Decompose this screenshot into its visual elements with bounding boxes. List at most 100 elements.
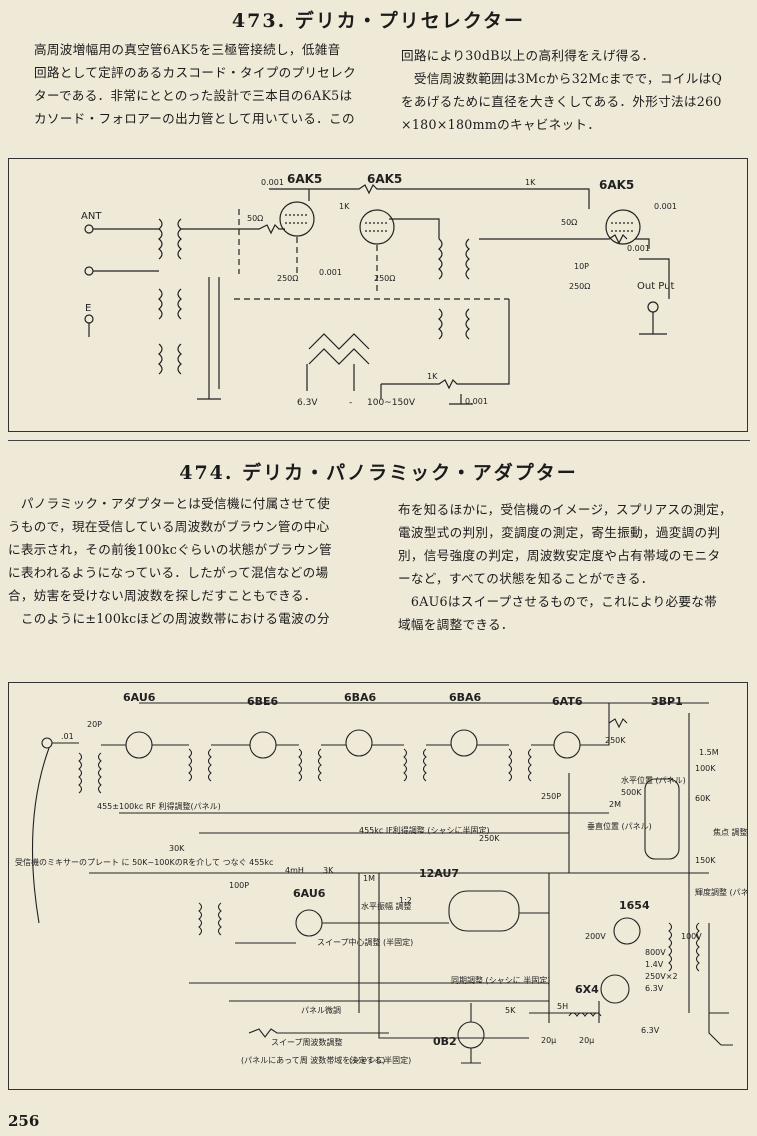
bright-note: 輝度調整 (パネル)	[695, 887, 747, 897]
tube-6x4	[600, 974, 630, 1004]
component-label: 10P	[574, 262, 589, 271]
text-line: 合，妨害を受けない周波数を探しだすこともできる．	[8, 588, 317, 603]
text-line: に表示され，その前後100kcぐらいの状態がブラウン管	[8, 542, 332, 557]
component-label: 250V×2	[645, 972, 678, 981]
schematic-473: 6AK5 6AK5 6AK5 ANT E Out Put 0.001 50Ω 1…	[81, 172, 677, 408]
component-label: 0.001	[654, 202, 677, 211]
tube-6at6	[553, 731, 581, 759]
component-label: 20μ	[541, 1036, 556, 1045]
output-jack	[647, 301, 659, 313]
page-number: 256	[8, 1112, 40, 1130]
hamp-note: 水平振幅 調整	[361, 901, 412, 911]
text-line: 回路により30dB以上の高利得をえげ得る．	[401, 48, 655, 63]
text-line: ターである．非常にととのった設計で三本目の6AK5は	[34, 88, 353, 103]
component-label: 150K	[695, 856, 716, 865]
tube-label: 6BA6	[344, 691, 377, 704]
component-label: 250Ω	[569, 282, 590, 291]
component-label: 60K	[695, 794, 711, 803]
component-label: 100P	[229, 881, 249, 890]
tube-label: 6AK5	[287, 172, 322, 186]
vpos-note: 垂直位置 (パネル)	[587, 821, 652, 831]
component-label: 500K	[621, 788, 642, 797]
output-label: Out Put	[637, 281, 675, 292]
tube-label: 6AK5	[367, 172, 402, 186]
schematic-474-frame: 6AU6 6BE6 6BA6 6BA6 6AT6 3BP1 6AU6 12AU7…	[8, 682, 748, 1090]
text-line: をあげるために直径を大きくしてある．外形寸法は260	[401, 94, 722, 109]
synch-note: 同期調整 (シャシに 半固定)	[451, 975, 550, 985]
e-terminal	[84, 314, 94, 324]
text-line: ×180×180mmのキャビネット．	[401, 117, 601, 132]
tube-1654	[613, 917, 641, 945]
tube-6ba6-1	[345, 729, 373, 757]
text-line: 電波型式の判別，変調度の測定，寄生振動，過変調の判	[398, 525, 721, 540]
input-jack	[41, 737, 53, 749]
component-label: 100K	[695, 764, 716, 773]
note-line: 受信機のミキサーのプレート に 50K~100KのRを介して つなぐ 455kc	[15, 857, 273, 867]
article-473-title: 473. デリカ・プリセレクター	[231, 10, 526, 32]
tube-6be6	[249, 731, 277, 759]
text-line: 高周波増幅用の真空管6AK5を三極管接続し，低雑音	[34, 42, 341, 57]
article-473-col1: 高周波増幅用の真空管6AK5を三極管接続し，低雑音 回路として定評のあるカスコー…	[34, 38, 389, 130]
schematic-473-frame: 6AK5 6AK5 6AK5 ANT E Out Put 0.001 50Ω 1…	[8, 158, 748, 432]
component-label: 30K	[169, 844, 185, 853]
coil-group	[78, 748, 700, 972]
component-label: 250K	[605, 736, 626, 745]
text-line: ーなど，すべての状態を知ることができる．	[398, 571, 654, 586]
text-line: カソード・フォロアーの出力管として用いている．この	[34, 111, 355, 126]
component-label: 20P	[87, 720, 102, 729]
tube-0b2	[457, 1021, 485, 1049]
article-474-col2: 布を知るほかに，受信機のイメージ，スプリアスの測定， 電波型式の判別，変調度の測…	[398, 498, 754, 636]
text-line: 布を知るほかに，受信機のイメージ，スプリアスの測定，	[398, 502, 732, 517]
chassis-note: (シャシに半固定)	[349, 1055, 411, 1065]
tube-label: 1654	[619, 899, 650, 912]
component-label: 50Ω	[247, 214, 263, 223]
ant-terminal	[84, 224, 94, 234]
tube-label: 6BA6	[449, 691, 482, 704]
component-label: 2M	[609, 800, 621, 809]
tube-label: 6X4	[575, 983, 599, 996]
text-line: 別，信号強度の判定，周波数安定度や占有帯域のモニタ	[398, 548, 721, 563]
component-label: 800V	[645, 948, 666, 957]
component-label: 1M	[363, 874, 375, 883]
schematic-474: 6AU6 6BE6 6BA6 6BA6 6AT6 3BP1 6AU6 12AU7…	[15, 691, 747, 1065]
minus-label: -	[349, 398, 352, 408]
component-label: 250K	[479, 834, 500, 843]
component-label: 5H	[557, 1002, 568, 1011]
component-label: 100V	[681, 932, 702, 941]
text-line: 回路として定評のあるカスコード・タイプのプリセレク	[34, 65, 356, 80]
component-label: 250P	[541, 792, 561, 801]
tube-12au7	[448, 890, 520, 932]
heater-label: 6.3V	[297, 398, 318, 408]
tube-6au6-top	[125, 731, 153, 759]
component-label: 0.001	[261, 178, 284, 187]
e-label: E	[85, 303, 91, 314]
component-label: 0.001	[465, 397, 488, 406]
component-label: 1K	[525, 178, 536, 187]
text-line: このように±100kcほどの周波数帯における電波の分	[8, 611, 330, 626]
component-label: 1K	[427, 372, 438, 381]
text-line: 受信周波数範囲は3Mcから32Mcまでで，コイルはQ	[401, 71, 723, 86]
focus-note: 焦点 調整 (パネル)	[713, 827, 747, 837]
component-label: 250Ω	[374, 274, 395, 283]
component-label: 1.5M	[699, 748, 719, 757]
component-label: 0.001	[627, 244, 650, 253]
tube-label: 0B2	[433, 1035, 457, 1048]
hpos-note: 水平位置 (パネル)	[621, 775, 686, 785]
text-line: 域幅を調整できる．	[398, 617, 514, 632]
panel-fine-note: パネル微調	[301, 1005, 341, 1015]
component-label: 200V	[585, 932, 606, 941]
sweep-sub-note: (パネルにあって周 波数帯域を決定する)	[241, 1055, 385, 1065]
tube-label: 6AU6	[123, 691, 156, 704]
component-label: 1K	[339, 202, 350, 211]
article-474-title: 474. デリカ・パノラミック・アダプター	[179, 462, 578, 484]
if-gain-note: 455kc IF利得調整 (シャシに半固定)	[359, 825, 490, 835]
tube-label: 6BE6	[247, 695, 279, 708]
component-label: 1.4V	[645, 960, 664, 969]
text-line: に表われるようになっている．したがって混信などの場	[8, 565, 329, 580]
article-473-col2: 回路により30dB以上の高利得をえげ得る． 受信周波数範囲は3Mcから32Mcま…	[401, 44, 751, 136]
tube-label: 12AU7	[419, 867, 459, 880]
component-label: 20μ	[579, 1036, 594, 1045]
tube-6au6-bottom	[295, 909, 323, 937]
tube-label: 6AT6	[552, 695, 583, 708]
tube-label: 6AK5	[599, 178, 634, 192]
